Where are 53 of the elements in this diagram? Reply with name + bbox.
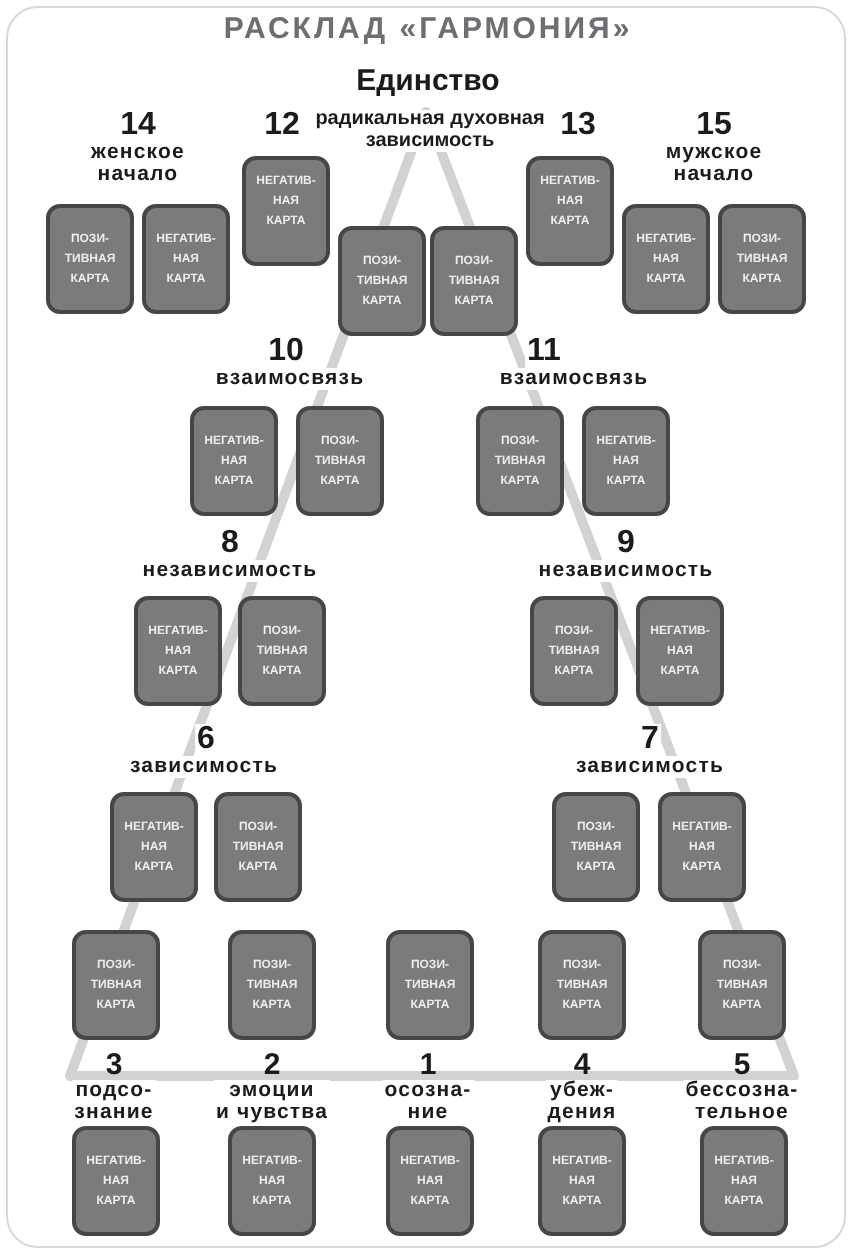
tarot-card (110, 792, 198, 902)
tarot-card (338, 226, 426, 336)
tarot-card (476, 406, 564, 516)
tarot-card (538, 1126, 626, 1236)
position-label: зависимость (573, 756, 727, 778)
tarot-card (134, 596, 222, 706)
position-number: 5 (733, 1050, 751, 1080)
tarot-card (238, 596, 326, 706)
position-label: независимость (140, 560, 320, 582)
tarot-card (228, 930, 316, 1040)
position-label: радикальная духовная зависимость (313, 110, 547, 152)
tarot-card (72, 930, 160, 1040)
position-label: мужское начало (663, 142, 765, 186)
tarot-card (296, 406, 384, 516)
tarot-card (582, 406, 670, 516)
position-number: 3 (105, 1050, 123, 1080)
position-number: 4 (573, 1050, 591, 1080)
position-number: 6 (195, 724, 217, 756)
diagram-title: РАСКЛАД «ГАРМОНИЯ» (223, 14, 633, 44)
tarot-card (526, 156, 614, 266)
tarot-card (552, 792, 640, 902)
apex-label: Единство (356, 66, 500, 96)
tarot-card (386, 1126, 474, 1236)
tarot-card (622, 204, 710, 314)
position-label: убеж- дения (545, 1080, 619, 1124)
tarot-card (636, 596, 724, 706)
tarot-card (190, 406, 278, 516)
position-label: осозна- ние (382, 1080, 474, 1124)
position-label: взаимосвязь (213, 368, 367, 390)
tarot-card (530, 596, 618, 706)
position-label: независимость (536, 560, 716, 582)
tarot-card (386, 930, 474, 1040)
tarot-card (718, 204, 806, 314)
position-label: подсо- знание (72, 1080, 156, 1124)
tarot-card (658, 792, 746, 902)
tarot-card (700, 1126, 788, 1236)
tarot-card (228, 1126, 316, 1236)
position-label: бессозна- тельное (683, 1080, 801, 1124)
tarot-card (698, 930, 786, 1040)
tarot-card (214, 792, 302, 902)
tarot-card (242, 156, 330, 266)
position-label: эмоции и чувства (213, 1080, 331, 1124)
position-number: 11 (525, 336, 563, 368)
tarot-card (72, 1126, 160, 1236)
tarot-card (430, 226, 518, 336)
position-number: 2 (263, 1050, 281, 1080)
tarot-card (142, 204, 230, 314)
position-number: 1 (419, 1050, 437, 1080)
position-label: женское начало (89, 142, 187, 186)
position-label: взаимосвязь (497, 368, 651, 390)
tarot-card (46, 204, 134, 314)
tarot-card (538, 930, 626, 1040)
position-label: зависимость (127, 756, 281, 778)
